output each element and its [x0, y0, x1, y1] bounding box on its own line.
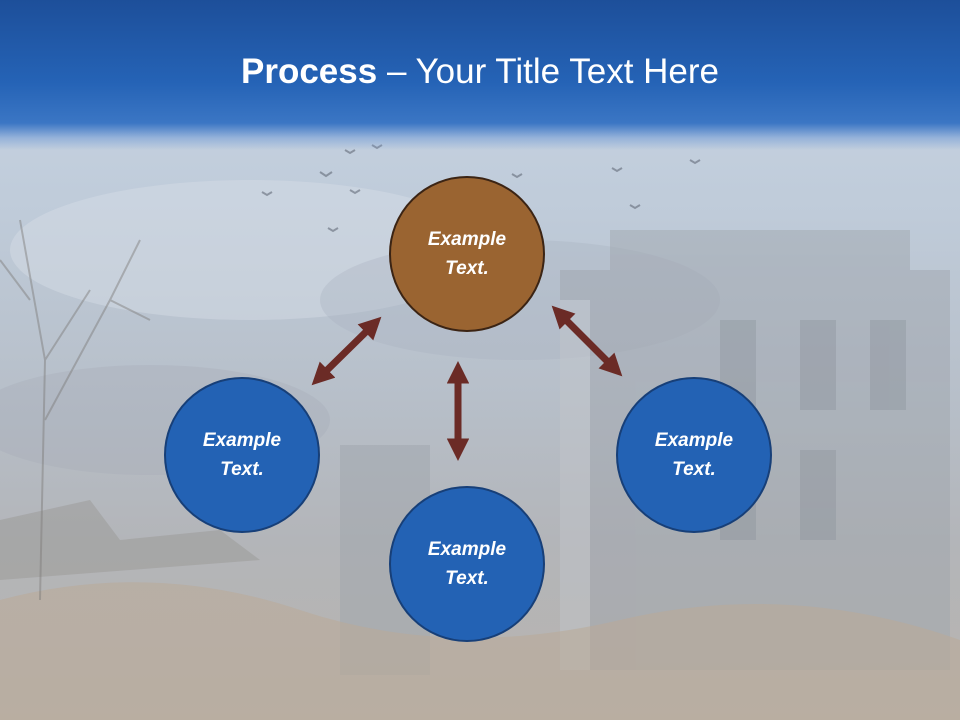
slide-title: Process – Your Title Text Here: [0, 52, 960, 92]
process-node-top-label: Example Text.: [427, 229, 507, 279]
process-node-top: Example Text.: [389, 176, 545, 332]
arrow-top-left: [311, 316, 382, 386]
title-bold: Process: [241, 52, 378, 91]
process-node-left: Example Text.: [164, 377, 320, 533]
process-node-left-label: Example Text.: [202, 430, 282, 480]
arrow-top-right: [551, 305, 623, 377]
process-node-right-label: Example Text.: [654, 430, 734, 480]
process-node-bottom: Example Text.: [389, 486, 545, 642]
process-node-bottom-label: Example Text.: [427, 539, 507, 589]
title-bar: [0, 0, 960, 150]
process-node-right: Example Text.: [616, 377, 772, 533]
title-rest: – Your Title Text Here: [377, 52, 719, 91]
